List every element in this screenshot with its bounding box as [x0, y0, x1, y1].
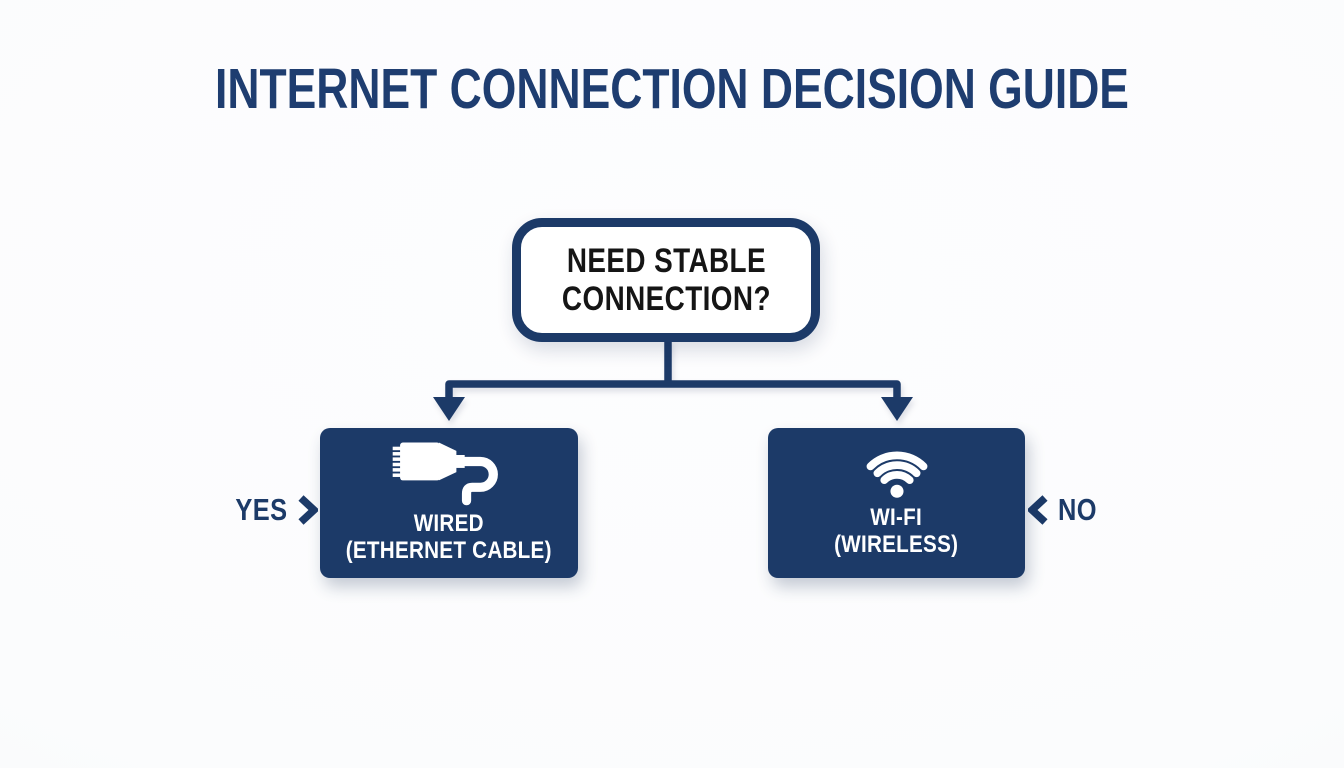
page-title: INTERNET CONNECTION DECISION GUIDE — [215, 57, 1129, 121]
chevron-right-icon — [297, 495, 318, 525]
decision-line-1: NEED STABLE — [566, 241, 766, 280]
arrow-down-left-icon — [433, 397, 465, 421]
decision-node-label: NEED STABLE CONNECTION? — [562, 242, 771, 318]
no-branch-label: NO — [1028, 492, 1106, 528]
wifi-label-line-1: WI-FI — [870, 504, 923, 531]
arrow-down-right-icon — [881, 397, 913, 421]
ethernet-plug-icon — [392, 442, 498, 506]
wired-option-label: WIRED (ETHERNET CABLE) — [346, 510, 552, 564]
no-label: NO — [1058, 492, 1097, 527]
decision-line-2: CONNECTION? — [561, 280, 771, 318]
wired-option-card: WIRED (ETHERNET CABLE) — [320, 428, 578, 578]
wired-label-line-2: (ETHERNET CABLE) — [346, 537, 552, 565]
decision-node: NEED STABLE CONNECTION? — [512, 218, 820, 342]
chevron-left-icon — [1028, 495, 1048, 525]
wired-label-line-1: WIRED — [413, 510, 485, 537]
branch-split-line — [445, 380, 901, 401]
wifi-icon — [866, 451, 927, 498]
wifi-option-card: WI-FI (WIRELESS) — [768, 428, 1025, 578]
wifi-option-label: WI-FI (WIRELESS) — [834, 504, 958, 558]
wifi-label-line-2: (WIRELESS) — [834, 531, 959, 559]
yes-label: YES — [235, 492, 288, 527]
yes-branch-label: YES — [224, 492, 318, 528]
